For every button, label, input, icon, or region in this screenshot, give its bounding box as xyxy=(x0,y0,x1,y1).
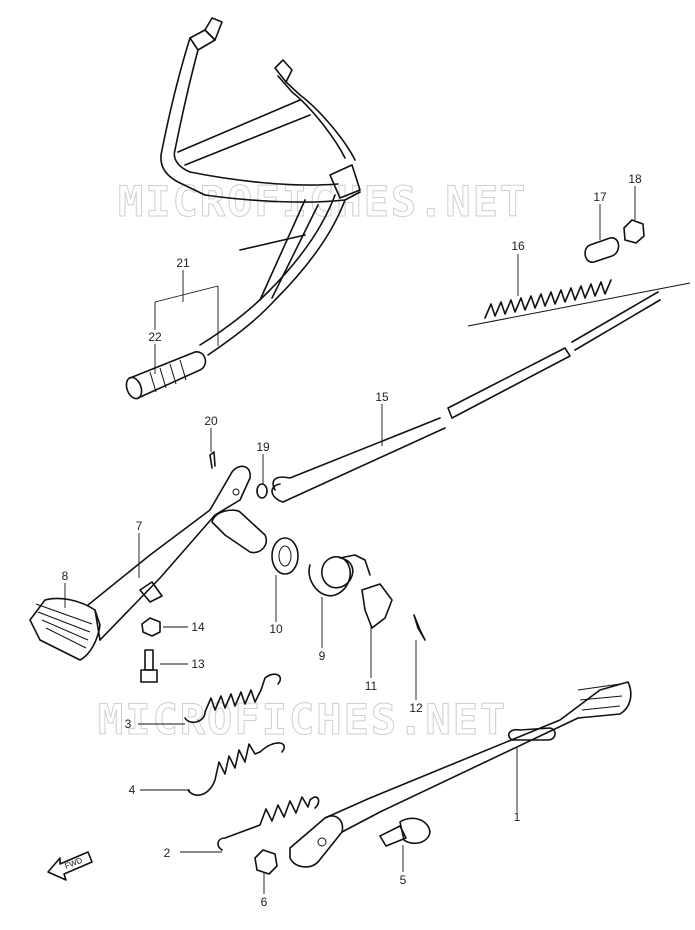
callout-11: 11 xyxy=(365,679,378,693)
brake-pedal xyxy=(29,465,268,661)
spring-2 xyxy=(217,796,320,851)
nut-6 xyxy=(254,849,278,875)
callout-3: 3 xyxy=(125,717,132,731)
callout-7: 7 xyxy=(136,519,143,533)
callout-12: 12 xyxy=(409,701,423,715)
washer-10 xyxy=(271,537,299,575)
callout-19: 19 xyxy=(256,440,270,454)
callout-22: 22 xyxy=(148,330,162,344)
callout-6: 6 xyxy=(261,895,268,909)
callout-5: 5 xyxy=(400,873,407,887)
pin-20 xyxy=(209,451,216,469)
callout-14: 14 xyxy=(191,620,205,634)
plate-11 xyxy=(361,583,393,629)
callout-8: 8 xyxy=(62,569,69,583)
brake-rod-15 xyxy=(271,282,691,503)
callout-13: 13 xyxy=(191,657,205,671)
callout-16: 16 xyxy=(511,239,525,253)
watermark-bottom: MICROFICHES.NET xyxy=(98,695,507,744)
callout-10: 10 xyxy=(269,622,283,636)
callout-18: 18 xyxy=(628,172,642,186)
torsion-spring-9 xyxy=(308,554,371,597)
leader-lines xyxy=(64,186,636,894)
nut-18 xyxy=(623,219,645,244)
callout-2: 2 xyxy=(164,846,171,860)
pin-12 xyxy=(413,614,426,641)
callout-4: 4 xyxy=(129,783,136,797)
spring-16 xyxy=(484,279,612,319)
bolt-13 xyxy=(140,649,158,683)
spring-4 xyxy=(187,742,285,796)
nut-14 xyxy=(141,617,161,637)
washer-19 xyxy=(256,483,268,499)
callout-9: 9 xyxy=(319,649,326,663)
fwd-arrow-icon: FWD xyxy=(47,851,93,881)
frame-bracket xyxy=(125,17,361,400)
callouts: 1 2 3 4 5 6 7 8 9 10 11 12 14 13 15 16 1… xyxy=(62,172,642,909)
callout-15: 15 xyxy=(375,390,389,404)
callout-1: 1 xyxy=(514,810,521,824)
collar-17 xyxy=(584,237,620,263)
spring-3 xyxy=(184,673,282,724)
side-stand-1 xyxy=(289,681,632,868)
callout-17: 17 xyxy=(593,190,607,204)
callout-20: 20 xyxy=(204,414,218,428)
callout-21: 21 xyxy=(176,256,190,270)
fwd-label: FWD xyxy=(63,856,83,871)
bolt-5 xyxy=(379,817,431,847)
